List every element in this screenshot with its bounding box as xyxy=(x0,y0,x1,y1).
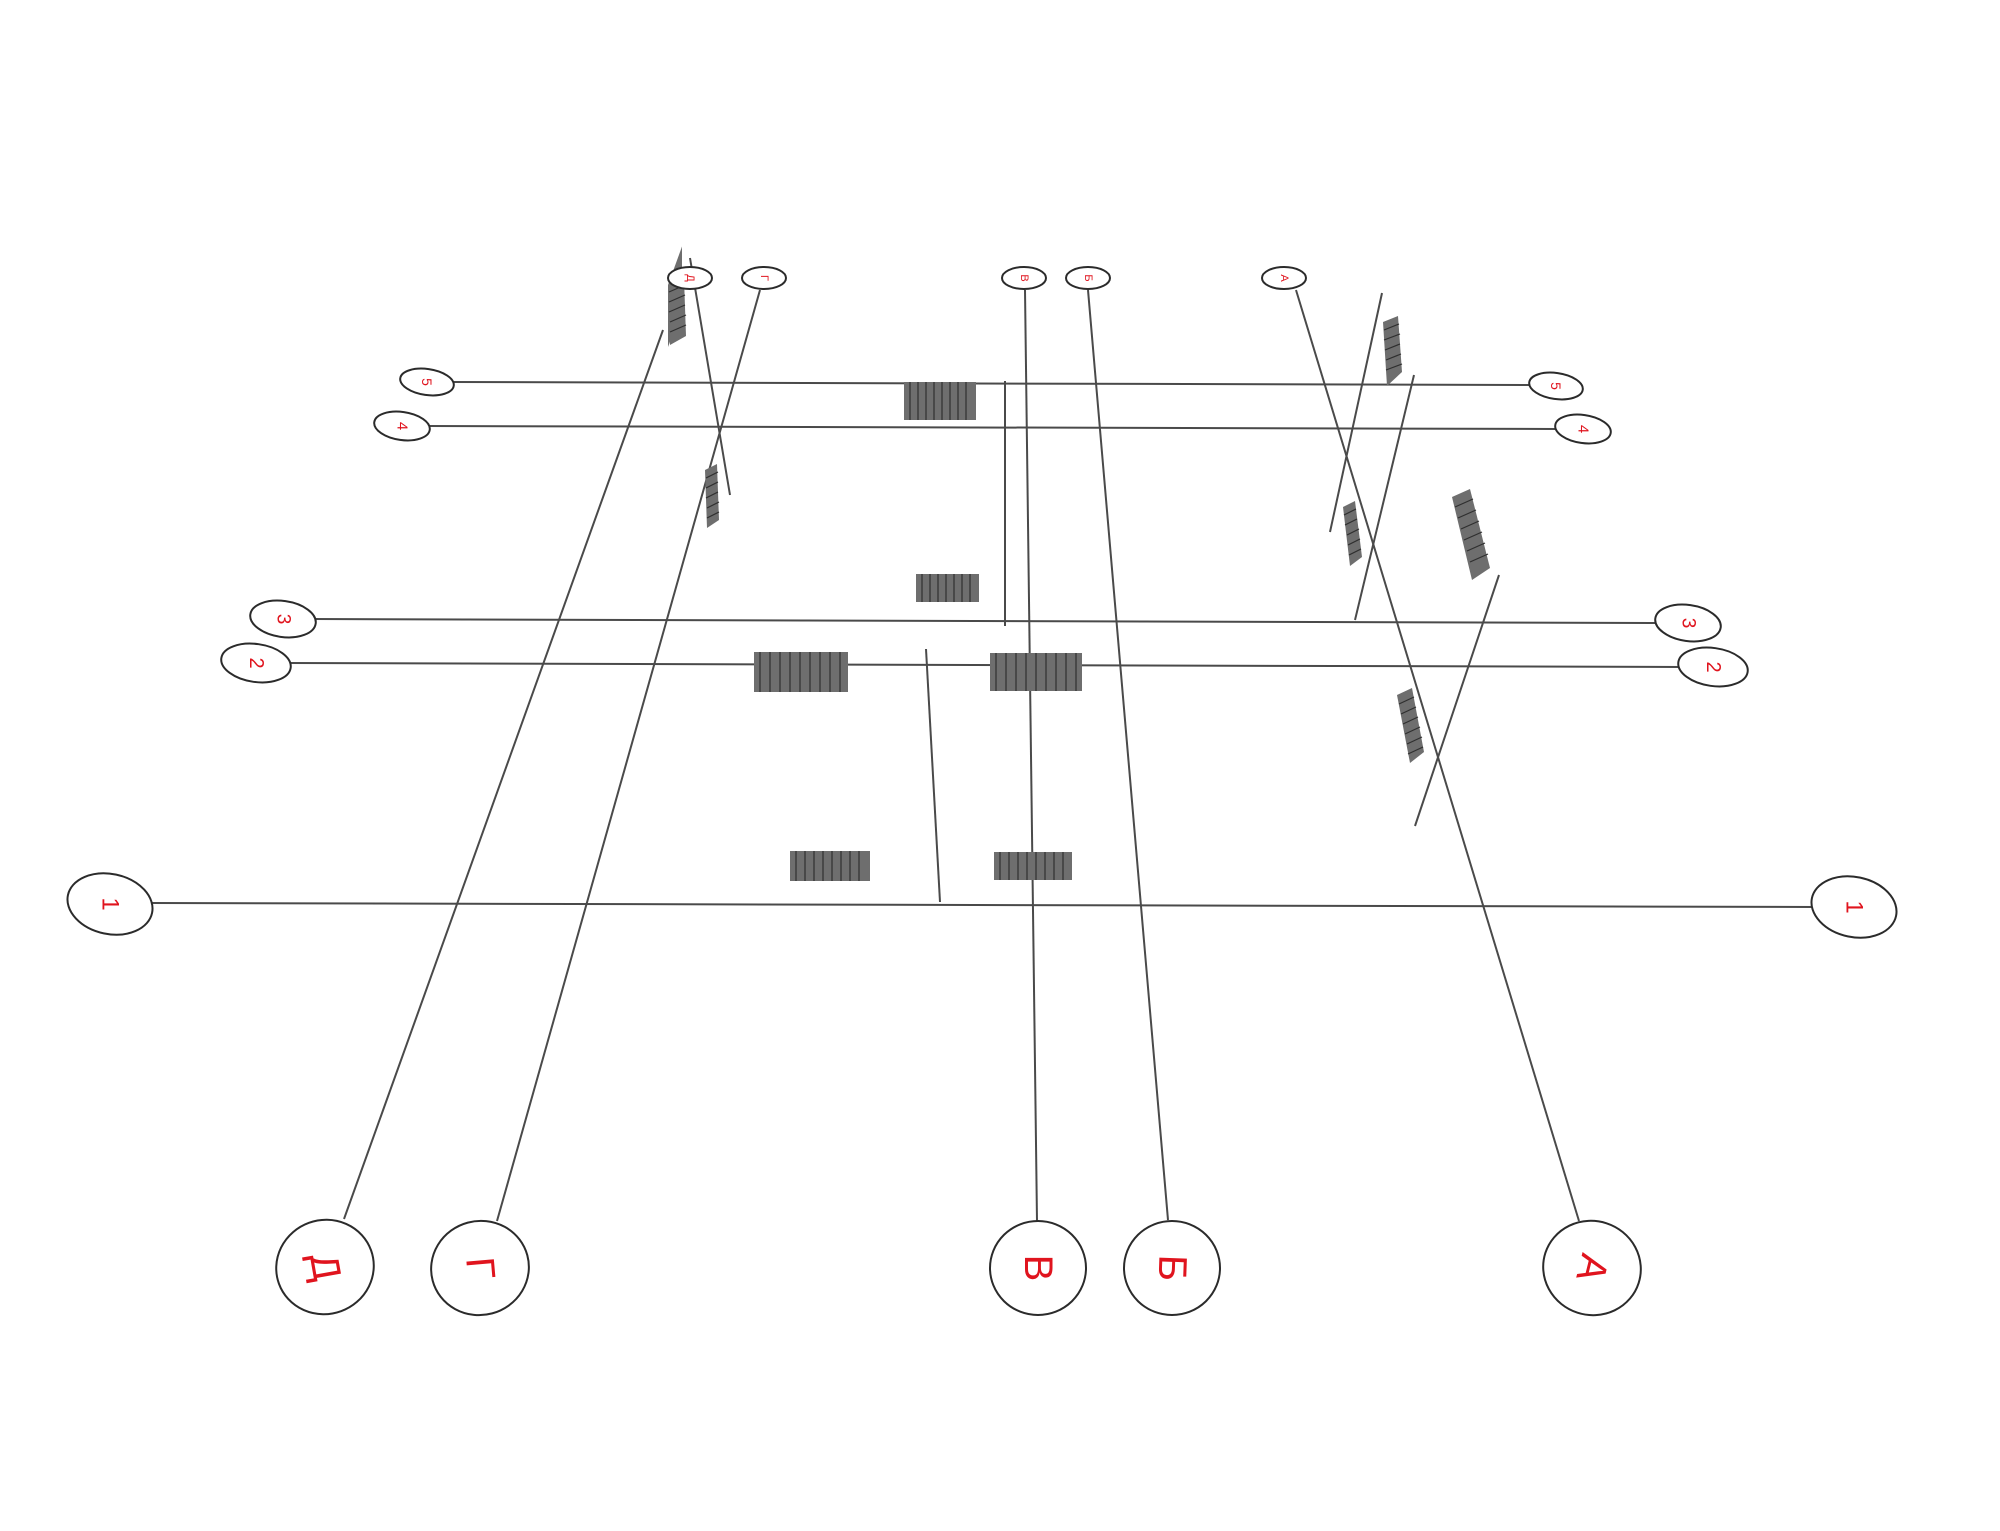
wall-segments xyxy=(689,257,1500,903)
axis-bubble-3-left: 3 xyxy=(249,599,317,639)
grid-line-2 xyxy=(287,662,1682,668)
axis-label-5: 5 xyxy=(419,378,435,386)
axis-label-2: 2 xyxy=(1702,661,1724,672)
radiator-icon xyxy=(754,652,848,692)
grid-line-3 xyxy=(312,618,1657,624)
grid-line-4 xyxy=(427,425,1558,430)
axis-label-1: 1 xyxy=(1841,900,1868,913)
wall-segment xyxy=(689,257,731,496)
axis-bubble-A-bottom: А xyxy=(1542,1219,1642,1317)
grid-line-B xyxy=(1087,289,1169,1221)
grid-line-5 xyxy=(451,381,1531,386)
axis-bubble-1-right: 1 xyxy=(1810,875,1898,939)
axis-bubble-B-bottom: Б xyxy=(1123,1220,1221,1316)
grid-line-V xyxy=(1024,289,1038,1222)
axis-bubble-A-top: А xyxy=(1261,266,1307,290)
radiator-icon xyxy=(1452,489,1490,580)
axis-bubble-2-left: 2 xyxy=(220,642,292,684)
axis-label-D: Д xyxy=(684,274,696,282)
wall-segment xyxy=(1329,292,1383,533)
radiator-icon xyxy=(994,852,1072,880)
axis-bubble-D-top: Д xyxy=(667,266,713,290)
axis-label-G: Г xyxy=(457,1255,503,1280)
wall-segment xyxy=(925,648,941,903)
radiator-icon xyxy=(916,574,979,602)
wall-segment xyxy=(1414,574,1500,827)
axis-label-B: Б xyxy=(1082,274,1094,281)
axis-label-A: А xyxy=(1278,274,1290,282)
axis-label-1: 1 xyxy=(97,897,124,910)
radiator-icon xyxy=(790,851,870,881)
axis-label-V: В xyxy=(1016,1255,1060,1282)
axis-bubble-G-top: Г xyxy=(741,266,787,290)
axis-label-4: 4 xyxy=(394,422,411,430)
grid-line-G xyxy=(496,289,761,1222)
axis-bubble-2-right: 2 xyxy=(1677,646,1749,688)
radiator-icon xyxy=(990,653,1082,691)
axis-bubble-5-right: 5 xyxy=(1528,371,1584,401)
axis-bubble-D-bottom: Д xyxy=(275,1218,375,1316)
wall-segment xyxy=(1354,374,1415,621)
axis-label-4: 4 xyxy=(1575,425,1592,433)
axis-label-3: 3 xyxy=(273,614,294,625)
axis-label-2: 2 xyxy=(245,657,267,668)
axis-bubble-B-top: Б xyxy=(1065,266,1111,290)
axis-label-G: Г xyxy=(758,275,770,281)
axis-bubble-4-left: 4 xyxy=(373,410,431,442)
axis-label-5: 5 xyxy=(1548,382,1564,390)
axis-bubble-4-right: 4 xyxy=(1554,413,1612,445)
radiator-icon xyxy=(705,464,720,528)
axis-bubble-V-top: В xyxy=(1001,266,1047,290)
radiator-icon xyxy=(1397,688,1424,763)
numbered-axis-bubbles: 5 5 4 4 3 3 2 2 xyxy=(66,367,1898,939)
lettered-axis-bubbles: Д Г В Б А Д Г В xyxy=(275,266,1642,1317)
radiators xyxy=(668,246,1490,881)
radiator-icon xyxy=(904,382,976,420)
axis-bubble-3-right: 3 xyxy=(1654,603,1722,643)
radiator-icon xyxy=(1343,501,1362,566)
axis-label-3: 3 xyxy=(1678,618,1699,629)
axis-label-B: Б xyxy=(1150,1254,1195,1282)
axis-label-V: В xyxy=(1018,274,1030,281)
grid-line-1 xyxy=(151,902,1816,908)
lettered-grid-lines xyxy=(343,289,1580,1222)
axis-bubble-V-bottom: В xyxy=(989,1220,1087,1316)
axis-bubble-5-left: 5 xyxy=(399,367,455,397)
axis-bubble-1-left: 1 xyxy=(66,872,154,936)
grid-line-A xyxy=(1295,289,1580,1222)
numbered-grid-lines xyxy=(151,381,1816,908)
axis-bubble-G-bottom: Г xyxy=(430,1219,530,1317)
radiator-icon xyxy=(1383,316,1403,386)
grid-line-D xyxy=(343,329,664,1220)
